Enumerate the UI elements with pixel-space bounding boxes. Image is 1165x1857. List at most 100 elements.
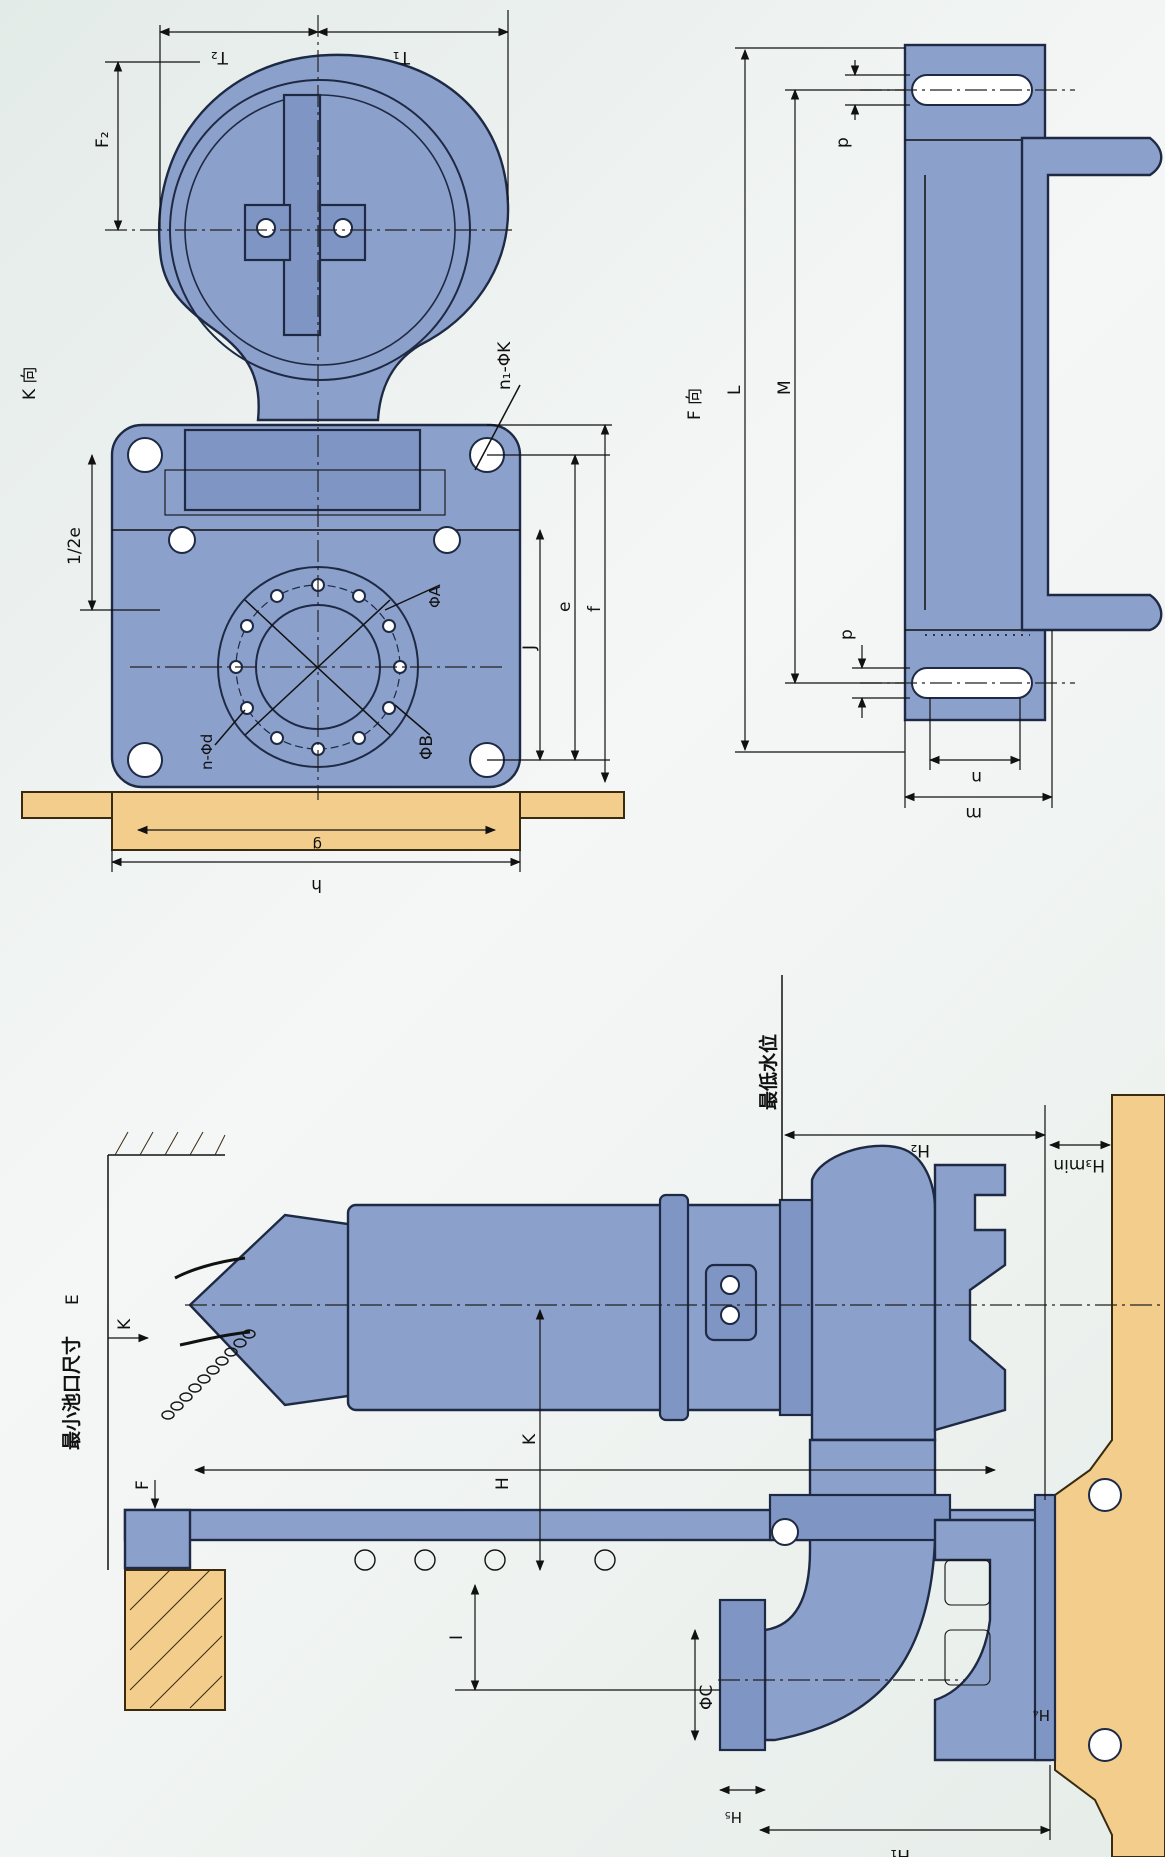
k-label-phiB: ΦB <box>417 735 437 760</box>
f-label-p-bottom: p <box>837 629 857 640</box>
side-view-bracket-hole-1 <box>720 1275 740 1295</box>
k-leader-n1 <box>474 384 521 471</box>
f-label-p-top: p <box>833 137 853 148</box>
k-label-J: J <box>520 645 540 651</box>
side-view-motor-ring <box>658 1193 690 1422</box>
k-label-g: g <box>312 836 322 854</box>
side-view-foundation <box>1054 1094 1165 1857</box>
side-label-H4: H₄ <box>1033 1706 1050 1724</box>
side-view-ceiling-hatch <box>114 1131 226 1156</box>
side-view-wall-hatch <box>129 1569 223 1709</box>
k-label-half-e: 1/2e <box>65 527 85 565</box>
flange-bolt-hole <box>382 619 397 633</box>
side-label-phiC: ΦC <box>697 1685 717 1710</box>
side-label-K-arrow: K <box>115 1318 135 1330</box>
k-view-volute-bolt-2 <box>333 218 353 238</box>
flange-bolt-hole <box>352 731 366 746</box>
side-label-F-arrow: F <box>133 1480 153 1490</box>
side-view-cable <box>174 1256 246 1280</box>
flange-bolt-hole <box>270 588 284 603</box>
k-view-corner-hole-tl <box>127 437 163 473</box>
f-label-m: m <box>965 803 982 823</box>
chain-link <box>197 1374 211 1384</box>
k-view: K 向 <box>20 10 625 895</box>
k-view-guide-hole-r <box>433 526 461 554</box>
side-label-H5: H₅ <box>725 1808 742 1826</box>
chain-link <box>206 1365 220 1375</box>
side-label-min-pit: 最小池口尺寸 <box>60 1336 83 1450</box>
side-view-motor-cap <box>188 1213 357 1407</box>
side-view-anchor-2 <box>1088 1728 1122 1762</box>
f-view-title: F 向 <box>685 388 705 420</box>
k-label-e: e <box>555 602 575 612</box>
k-label-n-phid: n-Φd <box>198 734 216 770</box>
k-view-rail-bar <box>164 469 446 516</box>
side-label-H1: H₁ <box>890 1845 910 1857</box>
k-view-diag-2 <box>244 599 391 736</box>
k-label-n1-phiK: n₁-ΦK <box>495 341 515 390</box>
side-label-K: K <box>520 1433 540 1445</box>
side-view-cable-2 <box>179 1330 251 1347</box>
chain-link <box>242 1329 256 1339</box>
chain-link <box>233 1338 247 1348</box>
side-view: 最小池口尺寸 E K F 最低水位 H₂ H₃min K H I ΦC H₄ H… <box>60 975 1165 1857</box>
flange-bolt-hole <box>270 731 284 746</box>
side-view-volute <box>810 1144 937 1442</box>
side-label-H: H <box>493 1477 513 1490</box>
side-label-H2: H₂ <box>910 1140 930 1160</box>
k-label-h: h <box>311 875 322 895</box>
f-label-M: M <box>775 380 795 395</box>
side-view-elbow <box>763 1438 937 1742</box>
chain-link <box>161 1410 175 1420</box>
side-view-pedestal <box>933 1518 1052 1762</box>
side-view-bracket-hole-2 <box>720 1305 740 1325</box>
side-view-pedestal-window-1 <box>944 1559 991 1606</box>
side-view-pedestal-window-2 <box>944 1629 991 1686</box>
k-leader-phiB <box>394 704 431 736</box>
flange-bolt-hole <box>382 701 397 715</box>
chain-link <box>188 1383 202 1393</box>
f-label-L: L <box>725 385 745 395</box>
side-view-left-wall <box>124 1569 226 1711</box>
flange-bolt-hole <box>352 588 366 603</box>
k-view-corner-hole-bl <box>127 742 163 778</box>
chain-link <box>215 1356 229 1366</box>
k-label-f: f <box>585 605 605 612</box>
side-label-E: E <box>63 1294 83 1305</box>
side-view-anchor-1 <box>1088 1478 1122 1512</box>
k-label-phiA: ΦA <box>426 585 444 608</box>
rail-hole <box>414 1549 436 1571</box>
k-view-guide-hole-l <box>168 526 196 554</box>
side-view-lift-bracket <box>704 1263 758 1342</box>
side-view-outlet-flange <box>718 1598 767 1752</box>
k-label-T2: T₂ <box>211 47 229 67</box>
side-label-min-water: 最低水位 <box>757 1034 780 1110</box>
rail-hole <box>354 1549 376 1571</box>
k-view-base-plate <box>111 791 521 851</box>
f-label-n: n <box>971 767 982 787</box>
k-view-title: K 向 <box>20 366 40 400</box>
side-view-coupling-bolt <box>771 1518 799 1546</box>
side-label-I: I <box>447 1635 467 1640</box>
side-view-motor-end <box>778 1198 817 1417</box>
k-leader-n-phid <box>214 709 246 746</box>
side-view-guide-claw <box>933 1163 1007 1432</box>
chain-link <box>170 1401 184 1411</box>
side-view-rail-top-block <box>123 1508 192 1570</box>
k-view-volute-bolt-1 <box>256 218 276 238</box>
side-label-H3min: H₃min <box>1053 1155 1105 1175</box>
k-label-T1: T₁ <box>393 47 411 67</box>
flange-bolt-hole <box>239 619 254 633</box>
side-view-rail-holes <box>354 1549 616 1571</box>
side-view-coupling <box>768 1493 952 1542</box>
chain-link <box>179 1392 193 1402</box>
side-view-chain <box>161 1329 256 1420</box>
chain-link <box>224 1347 238 1357</box>
f-view: F 向 L M p p n <box>685 43 1163 823</box>
k-label-F2: F₂ <box>93 131 113 148</box>
rail-hole <box>594 1549 616 1571</box>
rail-hole <box>484 1549 506 1571</box>
k-leader-phiA <box>384 584 441 611</box>
f-view-bracket <box>1020 136 1163 632</box>
